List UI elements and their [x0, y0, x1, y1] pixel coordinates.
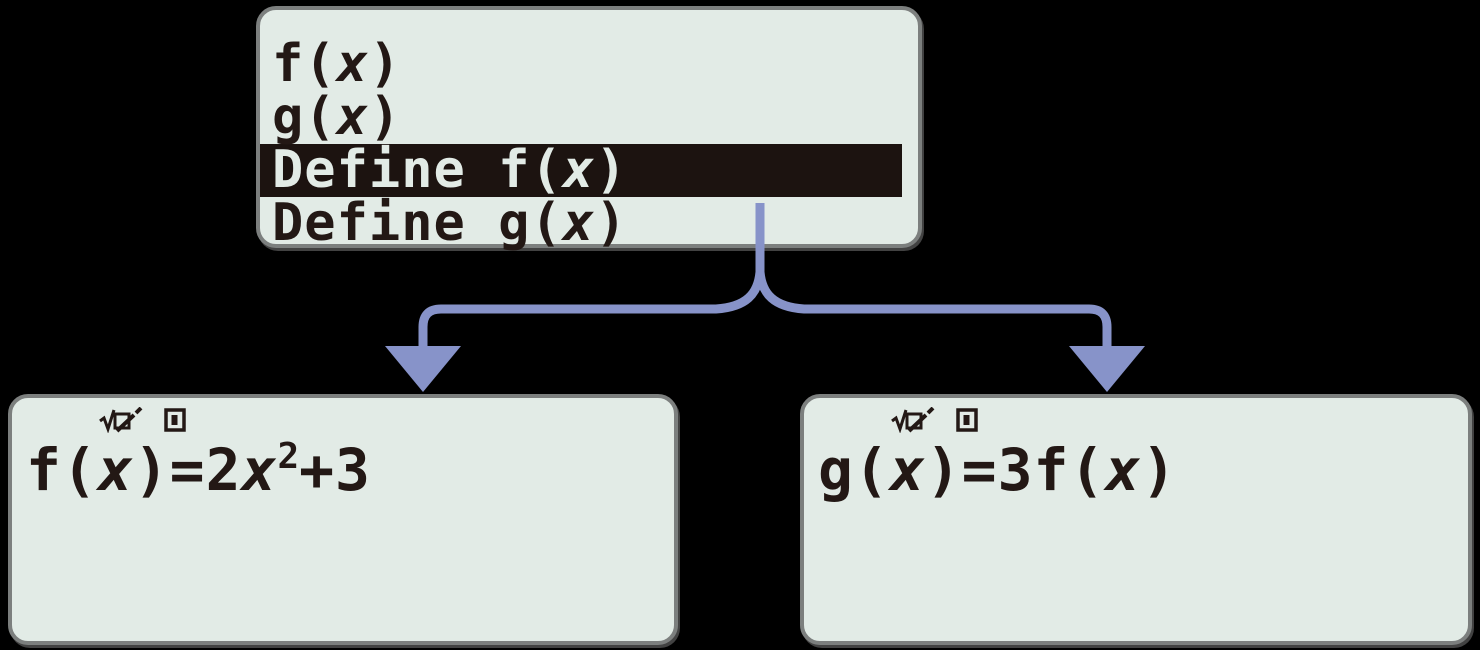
variable-x: x [97, 436, 134, 504]
variable-x: x [562, 140, 596, 200]
equation-text: +3 [299, 436, 371, 504]
menu-item-label: Define f(x) [272, 140, 628, 200]
menu-item-fx[interactable]: f(x) [260, 38, 918, 91]
arrow-down-icon [1069, 346, 1145, 392]
menu-item-gx[interactable]: g(x) [260, 91, 918, 144]
menu-list: f(x) g(x) Define f(x) Define g(x) [260, 10, 918, 250]
status-bar [98, 407, 674, 433]
variable-x: x [336, 34, 369, 94]
equation-text: f(x)=2x [26, 436, 278, 504]
variable-x: x [1105, 436, 1142, 504]
battery-icon [956, 408, 978, 432]
function-menu-screen: f(x) g(x) Define f(x) Define g(x) [256, 6, 922, 250]
math-input-indicator-icon [891, 407, 935, 433]
equation-f: f(x)=2x2+3 [26, 436, 674, 508]
define-f-screen: f(x)=2x2+3 [8, 394, 678, 645]
menu-item-label: f(x) [272, 34, 402, 94]
equation-exponent: 2 [277, 436, 300, 477]
arrow-down-icon [385, 346, 461, 392]
battery-icon [164, 408, 186, 432]
menu-item-define-gx[interactable]: Define g(x) [260, 197, 918, 250]
menu-item-define-fx-selected[interactable]: Define f(x) [260, 144, 902, 197]
variable-x: x [889, 436, 926, 504]
variable-x: x [562, 193, 596, 253]
status-bar [890, 407, 1468, 433]
equation-text: g(x)=3f(x) [818, 436, 1178, 504]
connector-branch-right [755, 271, 1112, 350]
menu-item-label: Define g(x) [272, 193, 628, 253]
variable-x: x [336, 87, 369, 147]
math-input-indicator-icon [99, 407, 143, 433]
variable-x: x [241, 436, 278, 504]
equation-g: g(x)=3f(x) [818, 441, 1468, 508]
define-g-screen: g(x)=3f(x) [800, 394, 1472, 645]
connector-branch-left [418, 271, 765, 350]
menu-item-label: g(x) [272, 87, 402, 147]
